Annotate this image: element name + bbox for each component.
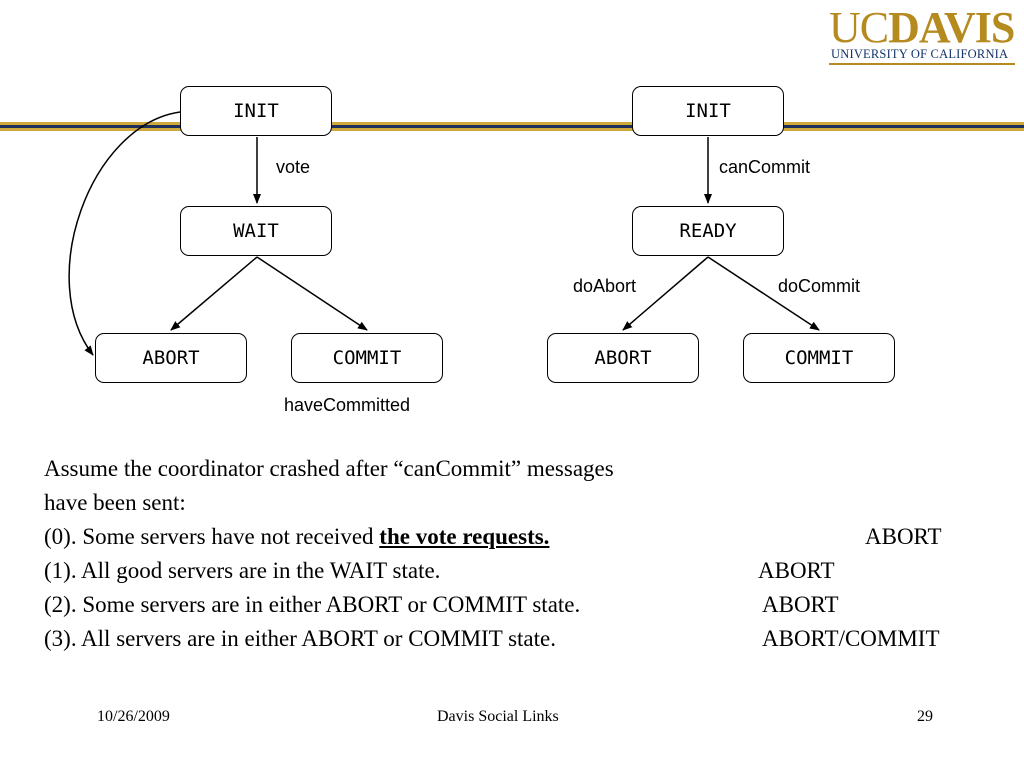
header-band-gold-top <box>0 122 1024 125</box>
case-1: (1). All good servers are in the WAIT st… <box>44 558 441 583</box>
footer-date: 10/26/2009 <box>97 708 170 725</box>
arrow-ready-to-abort-right <box>622 256 709 331</box>
label-can-commit: canCommit <box>719 157 811 177</box>
arrow-wait-to-commit-left <box>256 256 368 331</box>
label-vote: vote <box>276 157 311 177</box>
label-do-commit: doCommit <box>778 276 861 296</box>
label-do-abort: doAbort <box>573 276 637 296</box>
label-have-committed: haveCommitted <box>284 395 411 415</box>
case-2-result: ABORT <box>762 592 839 617</box>
logo-uc: UC <box>829 3 889 52</box>
state-commit-right: COMMIT <box>743 333 895 383</box>
intro-line-1: Assume the coordinator crashed after “ca… <box>44 456 614 481</box>
state-abort-right: ABORT <box>547 333 699 383</box>
case-3: (3). All servers are in either ABORT or … <box>44 626 556 651</box>
header-band-gold-bottom <box>0 128 1024 131</box>
case-3-result: ABORT/COMMIT <box>762 626 940 651</box>
case-1-result: ABORT <box>758 558 835 583</box>
footer-page-number: 29 <box>917 708 933 725</box>
logo-davis: DAVIS <box>888 3 1015 52</box>
header-band-navy <box>0 125 1024 128</box>
case-0-prefix: (0). Some servers have not received <box>44 524 380 549</box>
state-init-right: INIT <box>632 86 784 136</box>
ucdavis-logo: UCDAVIS UNIVERSITY OF CALIFORNIA <box>829 3 1017 65</box>
case-0-emphasis: the vote requests. <box>379 524 550 549</box>
state-commit-left: COMMIT <box>291 333 443 383</box>
arrow-wait-to-abort-left <box>170 256 258 331</box>
state-init-left: INIT <box>180 86 332 136</box>
intro-line-2: have been sent: <box>44 490 186 515</box>
arrow-ready-to-commit-right <box>707 256 820 331</box>
footer-title: Davis Social Links <box>437 708 559 725</box>
logo-rule <box>829 63 1015 65</box>
case-0-result: ABORT <box>865 524 942 549</box>
case-0: (0). Some servers have not received the … <box>44 524 549 550</box>
logo-wordmark: UCDAVIS <box>829 3 1015 52</box>
state-abort-left: ABORT <box>95 333 247 383</box>
case-2: (2). Some servers are in either ABORT or… <box>44 592 581 617</box>
state-ready-right: READY <box>632 206 784 256</box>
logo-subtitle: UNIVERSITY OF CALIFORNIA <box>831 47 1009 61</box>
state-wait-left: WAIT <box>180 206 332 256</box>
arrow-init-to-abort-left <box>68 111 181 356</box>
